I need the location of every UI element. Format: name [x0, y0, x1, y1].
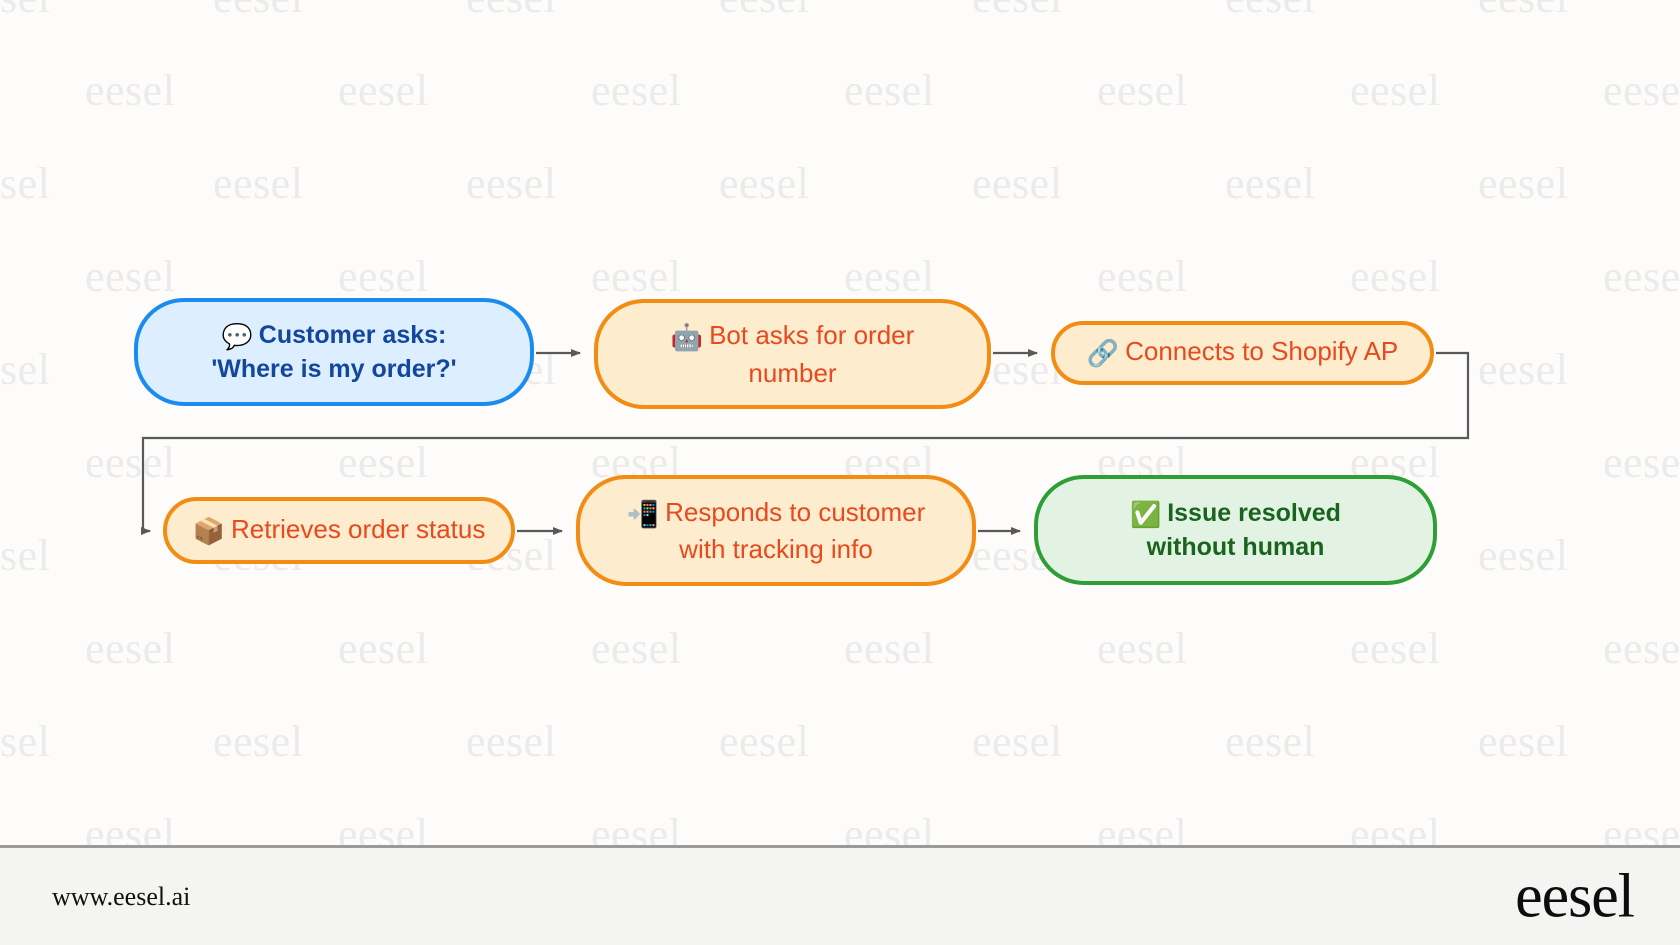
footer-brand-logo: eesel	[1515, 862, 1635, 930]
node-retrieves-line1-wrap: 📦Retrieves order status	[173, 512, 505, 549]
watermark-text: eesel	[1225, 0, 1315, 23]
watermark-text: eesel	[1350, 810, 1441, 845]
robot-icon: 🤖	[670, 323, 704, 354]
node-responds-line2: with tracking info	[679, 534, 873, 564]
watermark-text: eesel	[1350, 252, 1441, 301]
watermark-text: eesel	[1603, 438, 1680, 487]
node-bot-asks-line2: number	[748, 357, 837, 388]
watermark-text: eesel	[338, 624, 429, 673]
watermark-text: eesel	[1225, 159, 1316, 208]
watermark-text: eesel	[719, 717, 810, 766]
node-responds-customer-text: 📲Responds to customer with tracking info	[580, 495, 972, 567]
mobile-phone-with-arrow-icon: 📲	[626, 499, 660, 530]
watermark-text: eesel	[972, 0, 1062, 23]
watermark-text: eesel	[1225, 717, 1316, 766]
watermark-text: eesel	[85, 252, 176, 301]
watermark-text: eesel	[1478, 531, 1569, 580]
node-shopify-api-line1: Connects to Shopify AP	[1125, 336, 1399, 367]
watermark-text: eesel	[1097, 252, 1188, 301]
node-bot-asks-line1-wrap: 🤖Bot asks for order	[604, 318, 981, 355]
footer-bar: www.eesel.ai eesel	[0, 845, 1680, 945]
watermark-text: eesel	[213, 0, 303, 23]
watermark-text: eesel	[1478, 0, 1568, 23]
watermark-text: eesel	[338, 810, 429, 845]
watermark-text: eesel	[213, 159, 304, 208]
watermark-text: eesel	[466, 0, 556, 23]
node-bot-asks-text: 🤖Bot asks for order number	[598, 318, 987, 390]
watermark-text: eesel	[591, 810, 682, 845]
watermark-text: eesel	[466, 159, 557, 208]
watermark-text: eesel	[0, 345, 51, 394]
node-responds-line1-wrap: 📲Responds to customer	[586, 495, 966, 532]
node-shopify-api-text: 🔗Connects to Shopify AP	[1055, 334, 1430, 371]
node-issue-resolved-line2: without human	[1146, 532, 1325, 561]
watermark-text: eesel	[1097, 624, 1188, 673]
watermark-text: eesel	[1603, 252, 1680, 301]
node-retrieves-line1: Retrieves order status	[231, 513, 486, 544]
node-issue-resolved-line1: Issue resolved	[1167, 498, 1341, 527]
node-issue-resolved-line1-wrap: ✅Issue resolved	[1044, 497, 1427, 531]
watermark-text: eesel	[844, 252, 935, 301]
package-icon: 📦	[192, 516, 226, 547]
watermark-text: eesel	[0, 0, 50, 23]
watermark-text: eesel	[1097, 66, 1188, 115]
node-issue-resolved[interactable]: ✅Issue resolved without human	[1034, 475, 1437, 585]
link-icon: 🔗	[1086, 339, 1120, 370]
node-customer-asks-line1: Customer asks:	[258, 320, 447, 349]
check-mark-button-icon: ✅	[1130, 499, 1162, 529]
node-retrieves-order-status-text: 📦Retrieves order status	[167, 512, 511, 549]
watermark-text: eesel	[844, 624, 935, 673]
watermark-text: eesel	[338, 438, 429, 487]
watermark-text: eesel	[1478, 159, 1569, 208]
node-responds-customer[interactable]: 📲Responds to customer with tracking info	[576, 475, 976, 586]
watermark-text: eesel	[85, 810, 176, 845]
connector-layer	[141, 349, 1470, 535]
watermark-text: eesel	[85, 438, 176, 487]
watermark-text: eesel	[844, 66, 935, 115]
node-customer-asks-line2: 'Where is my order?'	[211, 354, 457, 383]
watermark-text: eesel	[466, 717, 557, 766]
watermark-text: eesel	[1478, 345, 1569, 394]
watermark-text: eesel	[1603, 66, 1680, 115]
watermark-text: eesel	[719, 0, 809, 23]
watermark-text: eesel	[85, 624, 176, 673]
watermark-text: eesel	[591, 66, 682, 115]
node-shopify-api[interactable]: 🔗Connects to Shopify AP	[1051, 321, 1434, 385]
watermark-text: eesel	[1603, 810, 1680, 845]
watermark-text: eesel	[1097, 810, 1188, 845]
watermark-text: eesel	[85, 66, 176, 115]
watermark-text: eesel	[972, 159, 1063, 208]
node-customer-asks-line1-wrap: 💬Customer asks:	[144, 319, 524, 353]
node-issue-resolved-text: ✅Issue resolved without human	[1038, 497, 1433, 564]
diagram-canvas: eesel eesel eesel eesel eesel eesel eesel eesel…	[0, 0, 1680, 845]
node-bot-asks-line1: Bot asks for order	[709, 320, 915, 351]
watermark-text: eesel	[1350, 66, 1441, 115]
watermark-text: eesel	[591, 252, 682, 301]
watermark-text: eesel	[844, 810, 935, 845]
watermark-text: eesel	[338, 66, 429, 115]
watermark-text: eesel	[1350, 624, 1441, 673]
watermark-text: eesel	[0, 159, 51, 208]
node-shopify-api-line1-wrap: 🔗Connects to Shopify AP	[1061, 334, 1424, 371]
node-responds-line1: Responds to customer	[665, 496, 926, 527]
watermark-text: eesel	[0, 717, 51, 766]
node-customer-asks-text: 💬Customer asks: 'Where is my order?'	[138, 319, 530, 386]
speech-balloon-icon: 💬	[221, 321, 253, 351]
watermark-text: eesel	[719, 159, 810, 208]
footer-website-url[interactable]: www.eesel.ai	[52, 881, 191, 911]
node-bot-asks[interactable]: 🤖Bot asks for order number	[594, 299, 991, 409]
watermark-text: eesel	[338, 252, 429, 301]
node-retrieves-order-status[interactable]: 📦Retrieves order status	[163, 497, 515, 564]
node-customer-asks[interactable]: 💬Customer asks: 'Where is my order?'	[134, 298, 534, 406]
watermark-text: eesel	[1478, 717, 1569, 766]
watermark-text: eesel	[0, 531, 51, 580]
watermark-text: eesel	[591, 624, 682, 673]
watermark-text: eesel	[213, 717, 304, 766]
watermark-text: eesel	[1603, 624, 1680, 673]
watermark-text: eesel	[972, 717, 1063, 766]
watermark-layer: eesel eesel eesel eesel eesel eesel eesel eesel…	[0, 0, 1680, 845]
